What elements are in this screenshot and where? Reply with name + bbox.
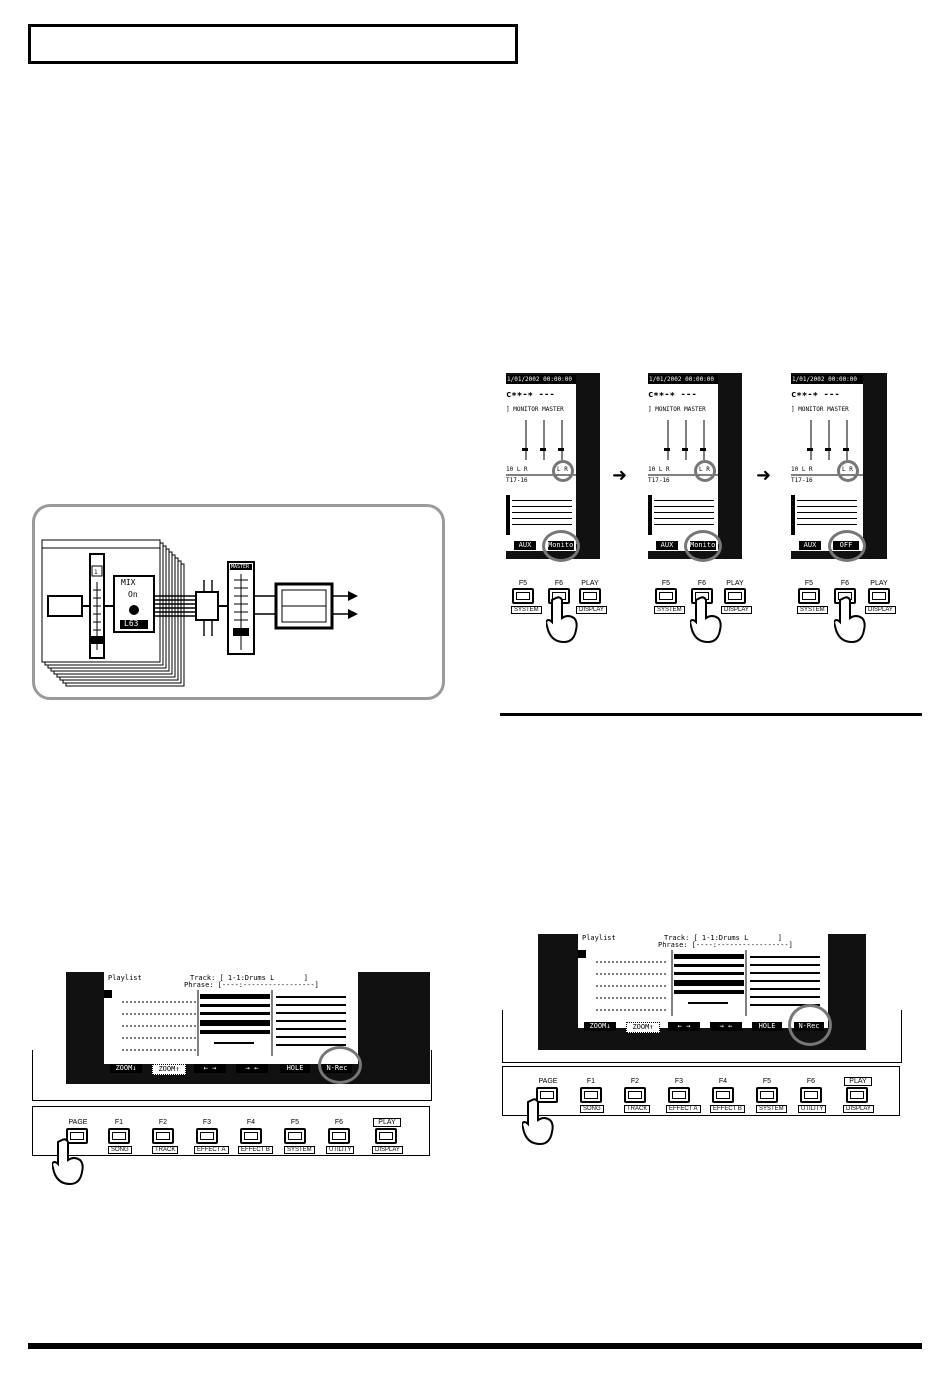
step-arrow-icon: ➜ (612, 465, 628, 485)
f1-button[interactable] (108, 1128, 130, 1144)
playlist-tracks-right (578, 950, 820, 1016)
n-rec-highlight-circle (318, 1046, 362, 1084)
playlist-lcd-left: Playlist Track: [ 1-1:Drums L ] Phrase: … (104, 972, 358, 1064)
pointing-hand-icon (690, 596, 722, 644)
button-panel-right (502, 1066, 900, 1116)
f5-button[interactable] (655, 588, 677, 604)
f3-button[interactable] (668, 1087, 690, 1103)
page-button[interactable] (66, 1128, 88, 1144)
play-button[interactable] (724, 588, 746, 604)
softkey-move-right: → ← (236, 1064, 268, 1073)
f5-button[interactable] (284, 1128, 306, 1144)
f6-button[interactable] (800, 1087, 822, 1103)
play-button[interactable] (375, 1128, 397, 1144)
softkey-move-left: ← → (194, 1064, 226, 1073)
f5-button[interactable] (798, 588, 820, 604)
master-label: MASTER (231, 564, 250, 570)
playlist-tracks-left (104, 990, 346, 1056)
mix-on-label: On (128, 590, 138, 599)
play-button[interactable] (579, 588, 601, 604)
f5-button[interactable] (756, 1087, 778, 1103)
lr-highlight-circle (552, 460, 574, 482)
monitor-meters-1 (506, 420, 576, 535)
f1-button[interactable] (580, 1087, 602, 1103)
pointing-hand-icon (834, 596, 866, 644)
pointing-hand-icon (522, 1098, 554, 1146)
footer-rule (28, 1343, 922, 1349)
monitor-meters-2 (648, 420, 718, 535)
monitor-meters-3 (791, 420, 863, 535)
pointing-hand-icon (546, 596, 578, 644)
softkey-zoom-out: ZOOM↓ (110, 1064, 142, 1073)
mixer-diagram-frame (32, 504, 445, 700)
f6-button[interactable] (328, 1128, 350, 1144)
button-panel-left (32, 1106, 430, 1156)
f2-button[interactable] (624, 1087, 646, 1103)
section-rule (500, 713, 922, 716)
monitor-screen-3: 1/01/2002 00:00:00 с∗∗-∗ --- ] MONITOR M… (791, 373, 887, 559)
f5-button[interactable] (512, 588, 534, 604)
softkey-aux: AUX (514, 541, 536, 550)
pan-value: L63 (124, 619, 139, 628)
play-button[interactable] (868, 588, 890, 604)
page-button[interactable] (536, 1087, 558, 1103)
play-button[interactable] (846, 1087, 868, 1103)
f2-button[interactable] (152, 1128, 174, 1144)
f4-button[interactable] (712, 1087, 734, 1103)
step-arrow-icon: ➜ (756, 465, 772, 485)
pointing-hand-icon (52, 1138, 84, 1186)
softkey-hole: HOLE (280, 1064, 310, 1073)
mix-label: MIX (121, 578, 136, 587)
f3-button[interactable] (196, 1128, 218, 1144)
mixer-diagram (41, 539, 358, 687)
fader-number: 1 (94, 569, 98, 576)
softkey-highlight-circle (542, 530, 580, 562)
title-box (28, 24, 518, 64)
softkey-zoom-in: ZOOM↑ (152, 1064, 186, 1075)
f4-button[interactable] (240, 1128, 262, 1144)
